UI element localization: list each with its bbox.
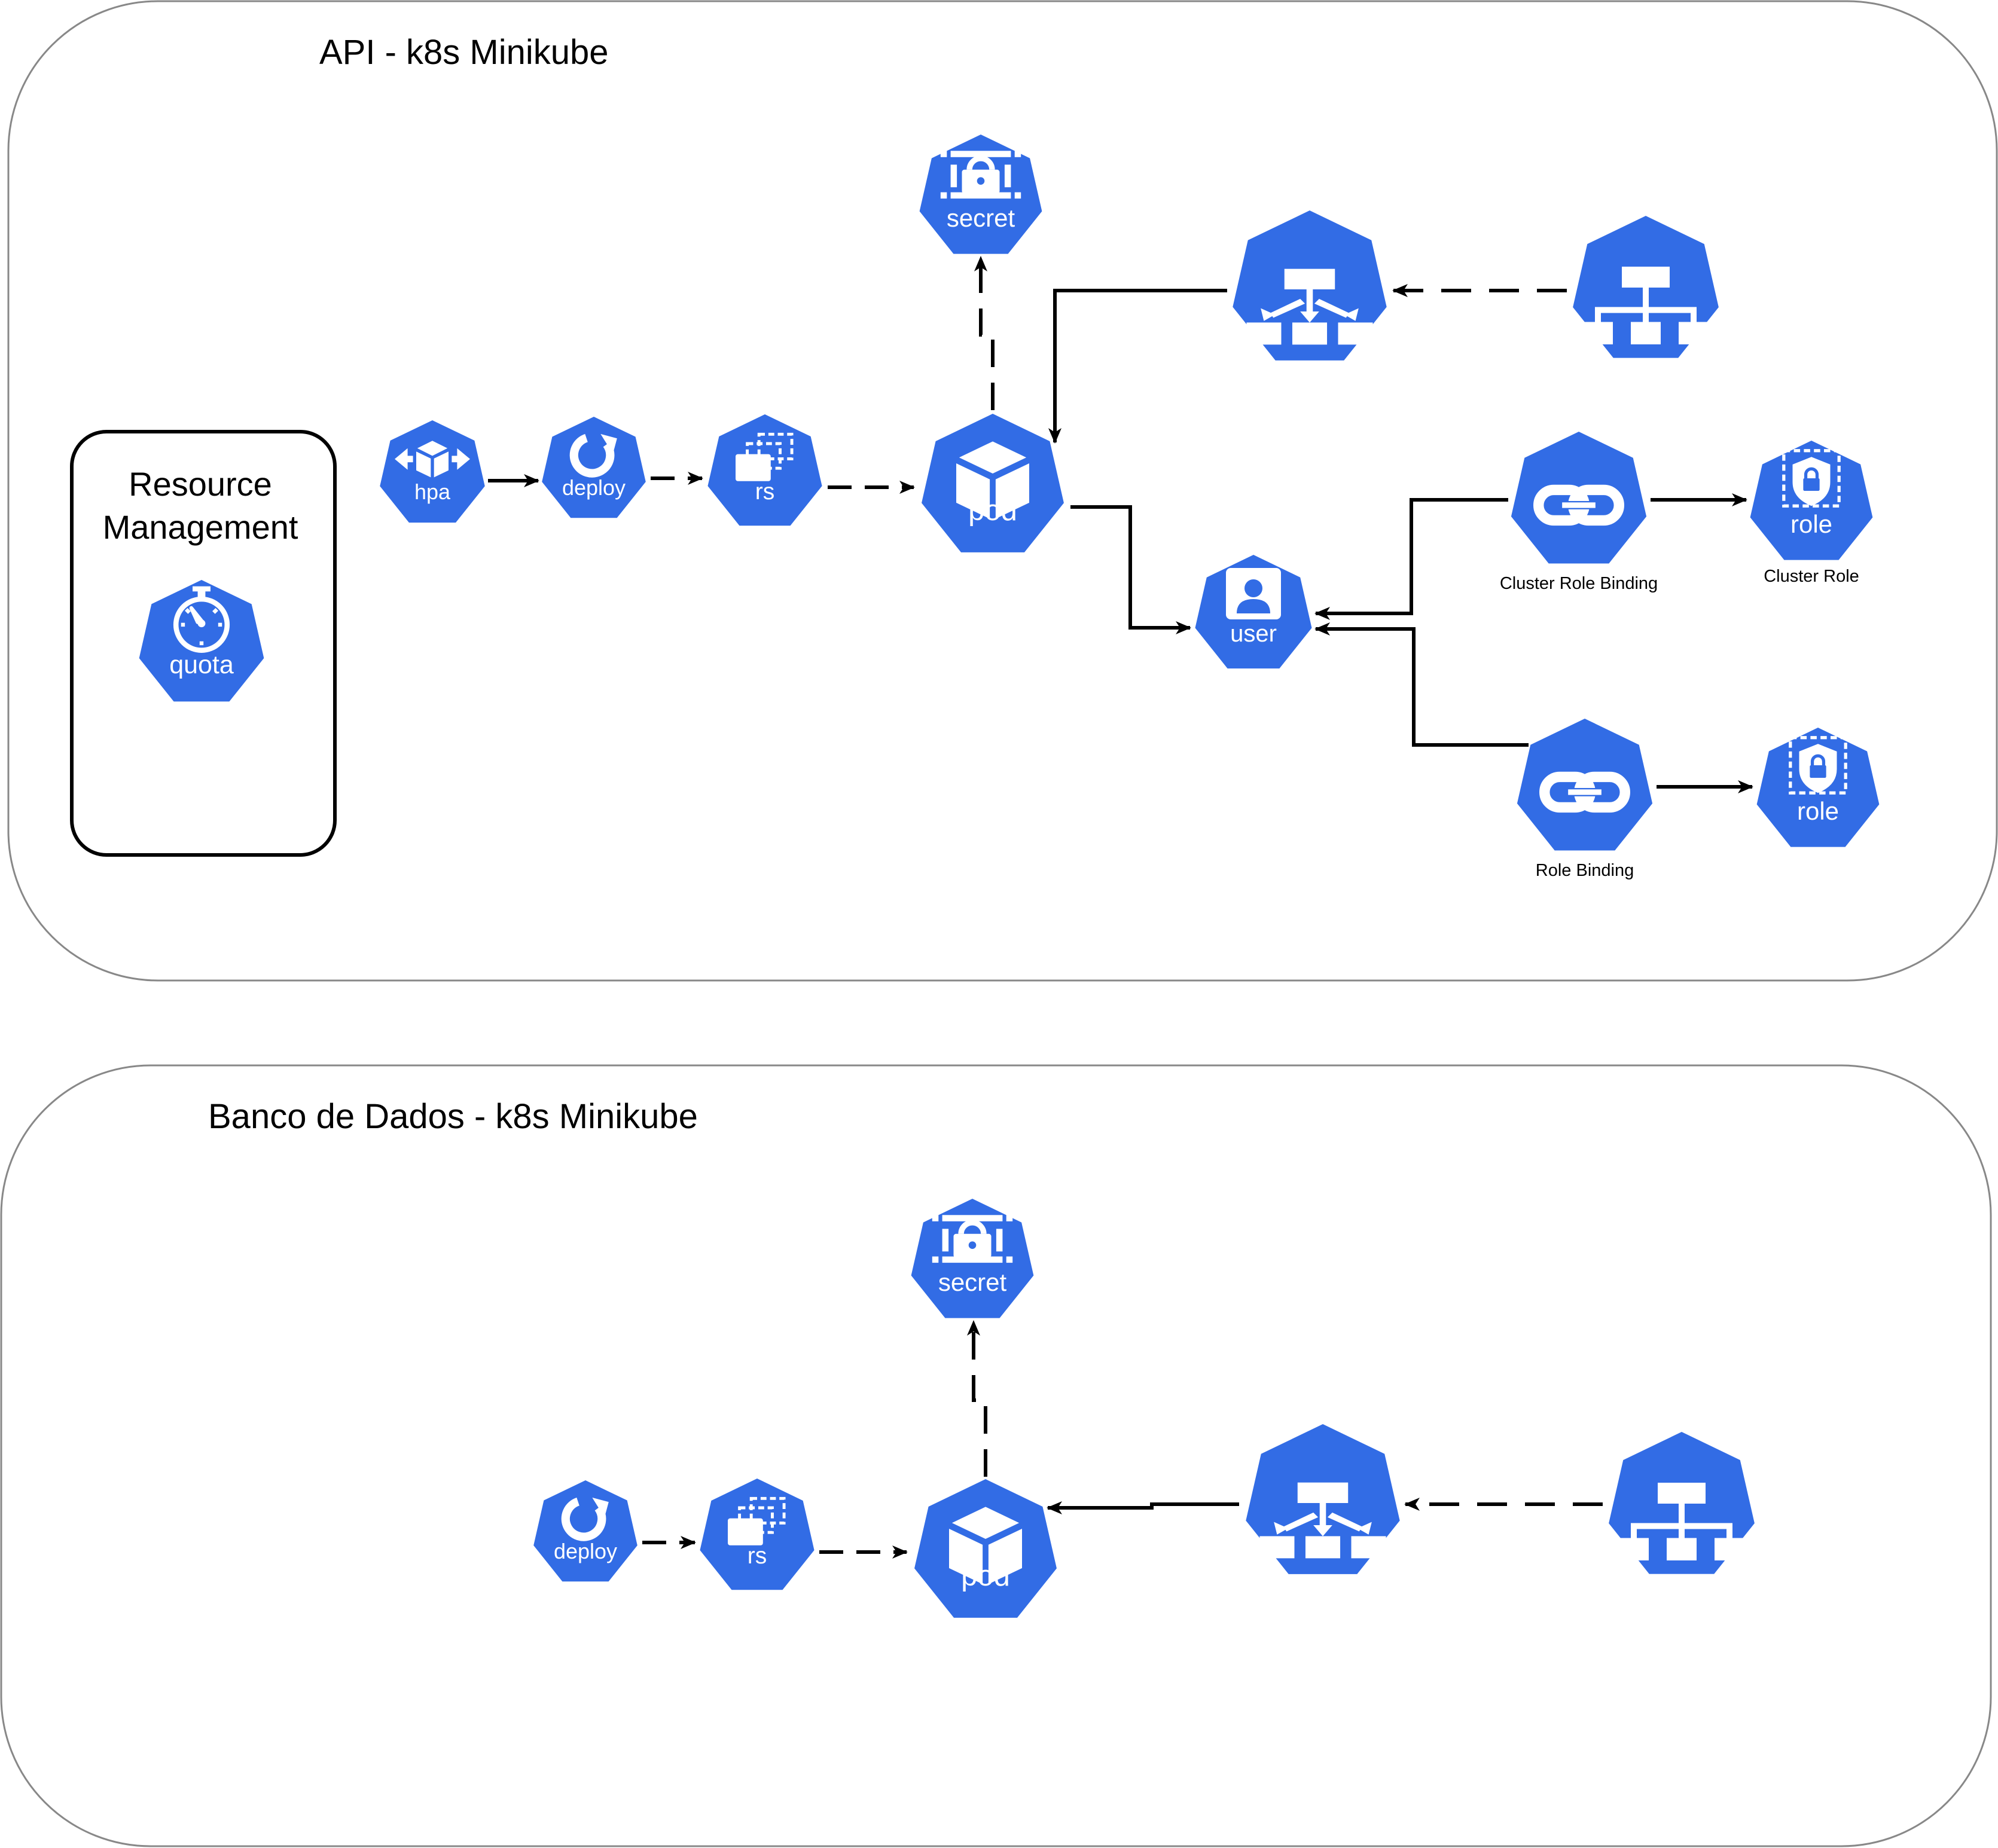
replicaset-icon xyxy=(736,432,794,481)
db-panel-title: Banco de Dados - k8s Minikube xyxy=(208,1097,698,1136)
node-caption: Cluster Role Binding xyxy=(1499,574,1658,593)
node-api-crole[interactable]: role xyxy=(1749,441,1874,566)
node-api-svc[interactable] xyxy=(1231,210,1389,368)
node-label: deploy xyxy=(553,1539,618,1563)
pod-icon xyxy=(949,1507,1022,1584)
edge-db-service-pod xyxy=(1047,1501,1239,1514)
hpa-icon xyxy=(395,441,470,478)
secret-icon xyxy=(940,151,1021,199)
node-label: deploy xyxy=(562,475,626,500)
node-db-deploy[interactable]: deploy xyxy=(532,1480,639,1587)
link-icon xyxy=(1539,771,1630,813)
node-db-ing[interactable] xyxy=(1607,1432,1756,1581)
edge-rb-user xyxy=(1314,622,1529,747)
deploy-icon xyxy=(569,433,617,478)
api-panel-title: API - k8s Minikube xyxy=(319,33,609,72)
node-label: secret xyxy=(938,1268,1007,1296)
edge-crb-user xyxy=(1314,498,1508,620)
link-icon xyxy=(1533,484,1624,526)
node-heptagon xyxy=(380,420,485,523)
node-api-user[interactable]: user xyxy=(1194,555,1313,674)
node-api-role[interactable]: role xyxy=(1755,728,1881,853)
node-label: rs xyxy=(747,1543,767,1569)
node-api-ing[interactable] xyxy=(1571,216,1721,365)
secret-icon xyxy=(932,1215,1013,1263)
node-label: role xyxy=(1790,510,1833,538)
deploy-icon xyxy=(561,1497,609,1541)
node-heptagon xyxy=(139,580,264,702)
node-api-secret[interactable]: secret xyxy=(918,135,1044,260)
quota-icon xyxy=(173,586,230,653)
node-db-svc[interactable] xyxy=(1244,1424,1402,1582)
node-api-rb[interactable] xyxy=(1515,719,1654,857)
node-db-pod[interactable]: pod xyxy=(913,1479,1059,1625)
node-label: role xyxy=(1796,797,1840,825)
node-db-secret[interactable]: secret xyxy=(910,1199,1035,1324)
node-caption: Cluster Role xyxy=(1764,567,1859,586)
replicaset-icon xyxy=(728,1496,786,1545)
node-label: quota xyxy=(169,650,234,679)
role-icon xyxy=(1789,736,1847,795)
node-caption: Role Binding xyxy=(1535,861,1634,880)
node-heptagon xyxy=(922,414,1064,552)
node-label: secret xyxy=(946,204,1015,232)
node-api-pod[interactable]: pod xyxy=(920,414,1066,560)
node-label: hpa xyxy=(414,479,451,504)
node-api-deploy[interactable]: deploy xyxy=(541,417,647,523)
node-label: pod xyxy=(961,1560,1010,1592)
node-api-crb[interactable] xyxy=(1509,432,1648,570)
node-label: rs xyxy=(755,479,775,505)
ingress-icon xyxy=(1583,267,1709,344)
node-label: pod xyxy=(968,494,1017,527)
user-icon xyxy=(1226,568,1281,619)
node-heptagon xyxy=(542,417,646,518)
node-api-rs[interactable]: rs xyxy=(706,414,823,532)
service-icon xyxy=(1246,268,1373,345)
node-api-hpa[interactable]: hpa xyxy=(379,420,486,528)
ingress-icon xyxy=(1619,1483,1744,1560)
panel-db xyxy=(0,1064,1992,1847)
node-db-rs[interactable]: rs xyxy=(698,1479,816,1596)
role-icon xyxy=(1782,449,1841,508)
service-icon xyxy=(1259,1482,1386,1559)
node-heptagon xyxy=(533,1480,637,1582)
resource-management-title: Resource Management xyxy=(102,465,298,546)
node-api-quota[interactable]: quota xyxy=(138,580,266,708)
node-heptagon xyxy=(914,1479,1057,1618)
edge-service-pod xyxy=(1048,289,1227,444)
node-label: user xyxy=(1230,621,1277,647)
edge-pod-user xyxy=(1070,505,1191,634)
